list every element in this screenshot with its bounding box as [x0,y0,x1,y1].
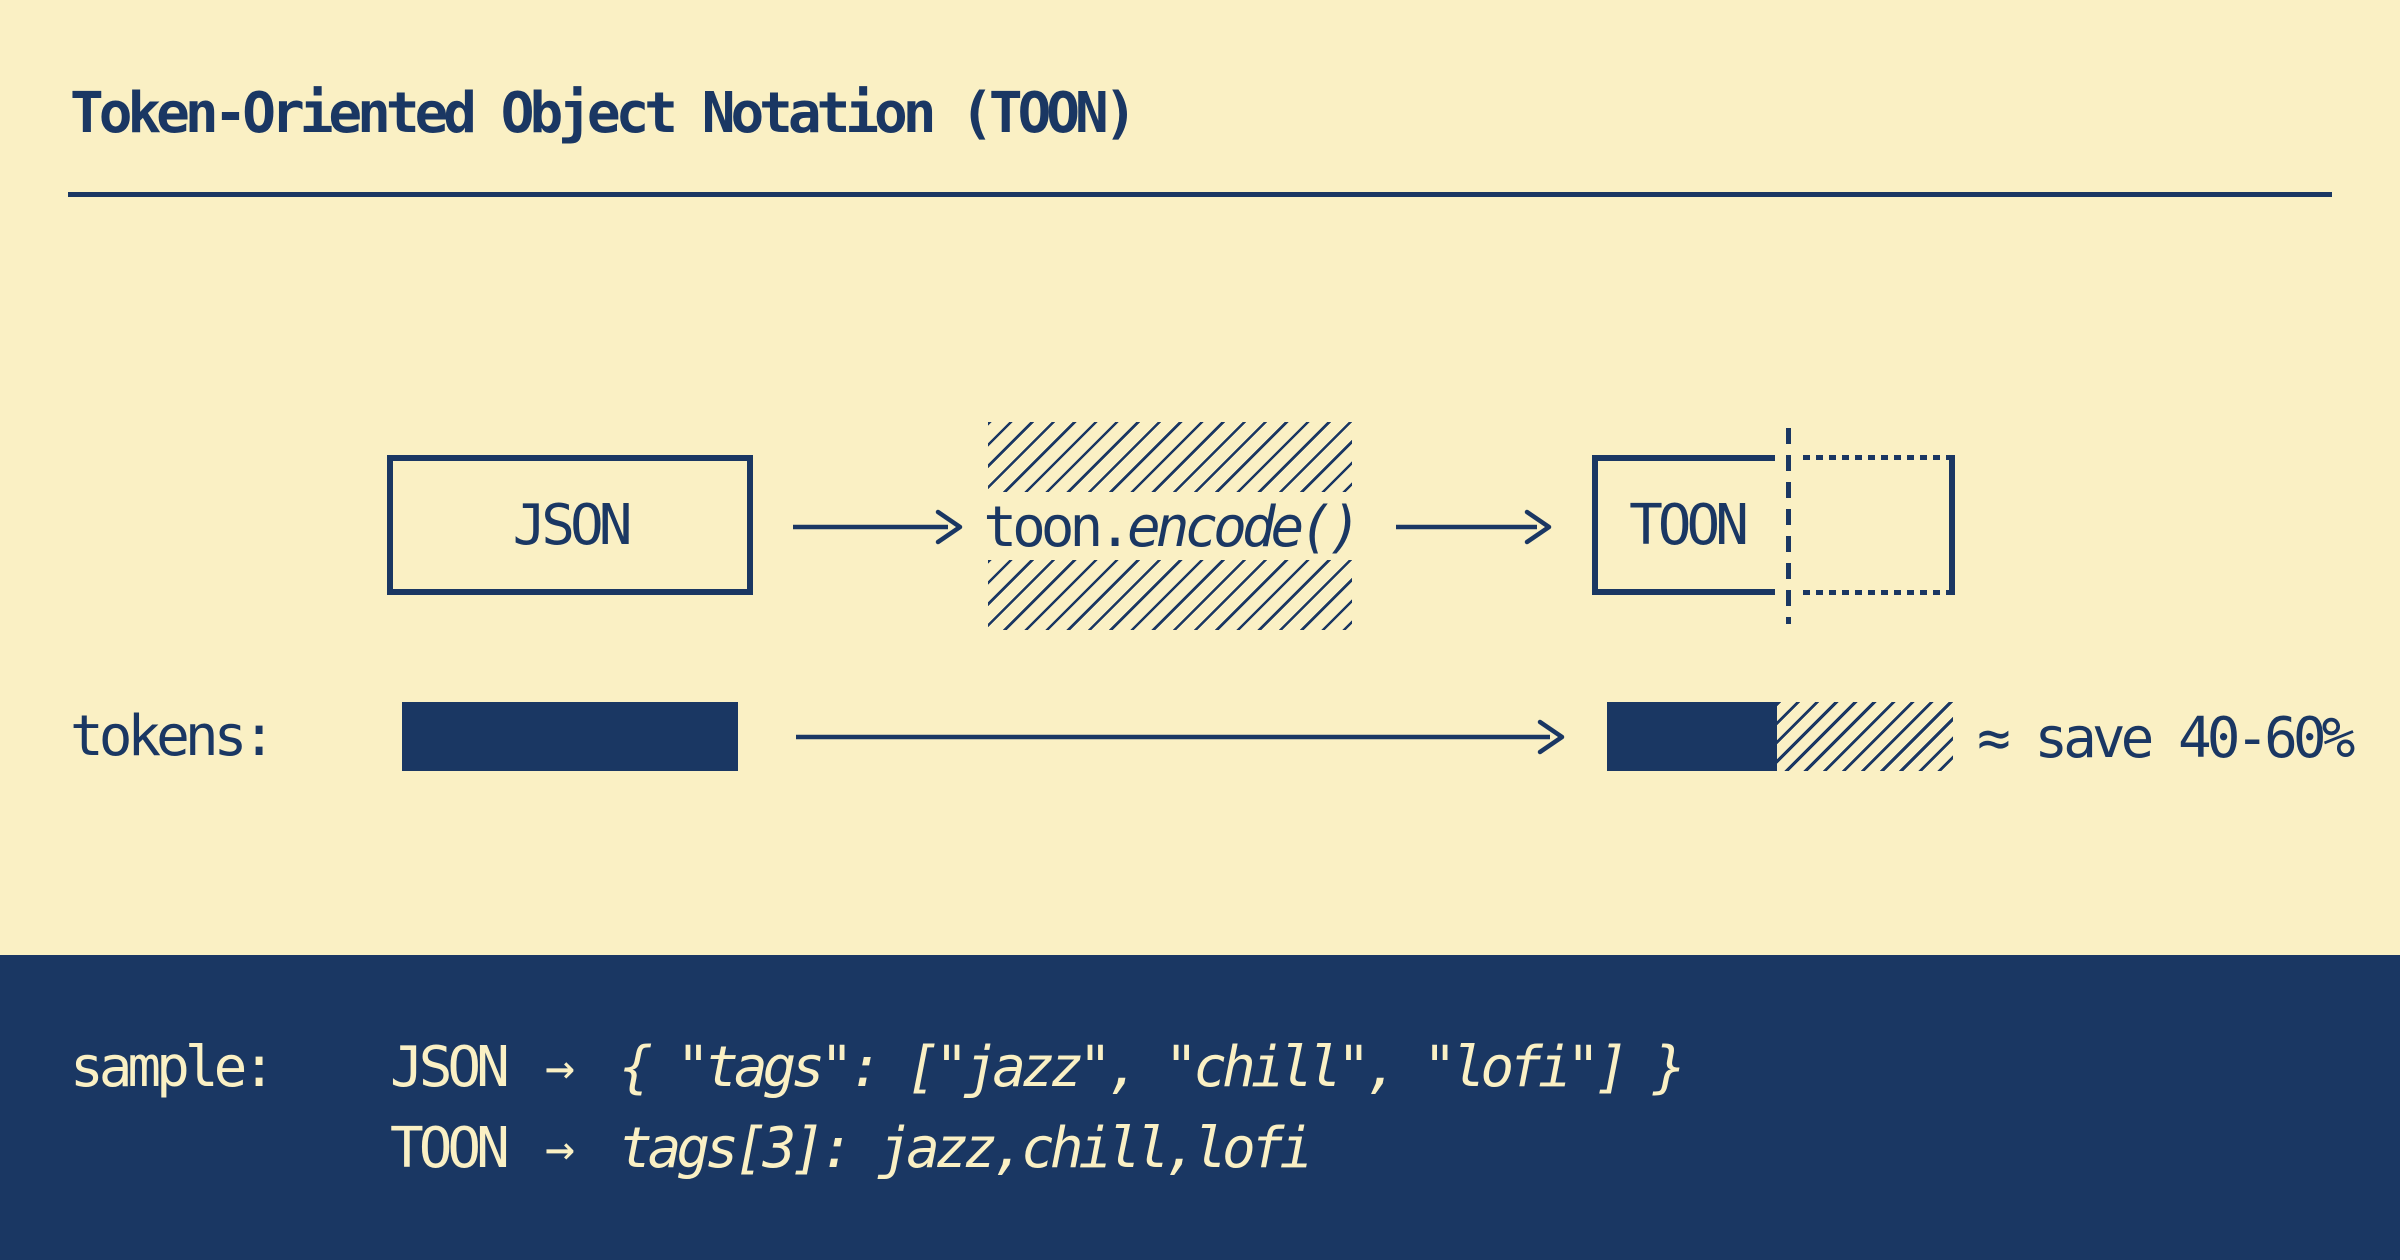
encoder-prefix: toon. [983,494,1132,560]
dotted-edge-bottom [1803,590,1949,595]
dashed-cut-line [1786,428,1791,624]
saved-token-bar [1777,702,1953,771]
arrow-right-glyph: → [544,1038,575,1096]
tokens-row-label: tokens: [70,703,276,769]
encoder-hatch-top [988,422,1352,492]
json-token-bar [402,702,738,771]
json-input-box: JSON [387,455,753,595]
sample-row-json: JSON → { "tags": ["jazz", "chill", "lofi… [390,1034,1686,1100]
arrow-right-icon [1396,509,1552,545]
toon-trimmed-box [1803,455,1955,595]
json-input-label: JSON [512,492,633,558]
encoder-label: toon.encode() [983,494,1362,560]
toon-output-box: TOON [1592,455,1775,595]
arrow-right-glyph: → [544,1119,575,1177]
sample-format-label: TOON [390,1115,510,1181]
toon-output-label: TOON [1629,492,1749,558]
title-divider [68,192,2332,197]
arrow-right-icon [793,509,963,545]
sample-format-label: JSON [390,1034,510,1100]
page-title: Token-Oriented Object Notation (TOON) [70,80,1137,146]
sample-section: sample: JSON → { "tags": ["jazz", "chill… [0,955,2400,1260]
arrow-right-icon [796,719,1565,755]
encoder-hatch-bottom [988,560,1352,630]
toon-token-bar [1607,702,1777,771]
encoder-call: encode() [1126,494,1362,560]
sample-section-label: sample: [70,1034,276,1100]
savings-label: ≈ save 40-60% [1977,705,2355,771]
sample-code: { "tags": ["jazz", "chill", "lofi"] } [618,1034,1686,1100]
sample-row-toon: TOON → tags[3]: jazz,chill,lofi [390,1115,1313,1181]
sample-code: tags[3]: jazz,chill,lofi [618,1115,1313,1181]
dotted-edge-top [1803,455,1949,460]
